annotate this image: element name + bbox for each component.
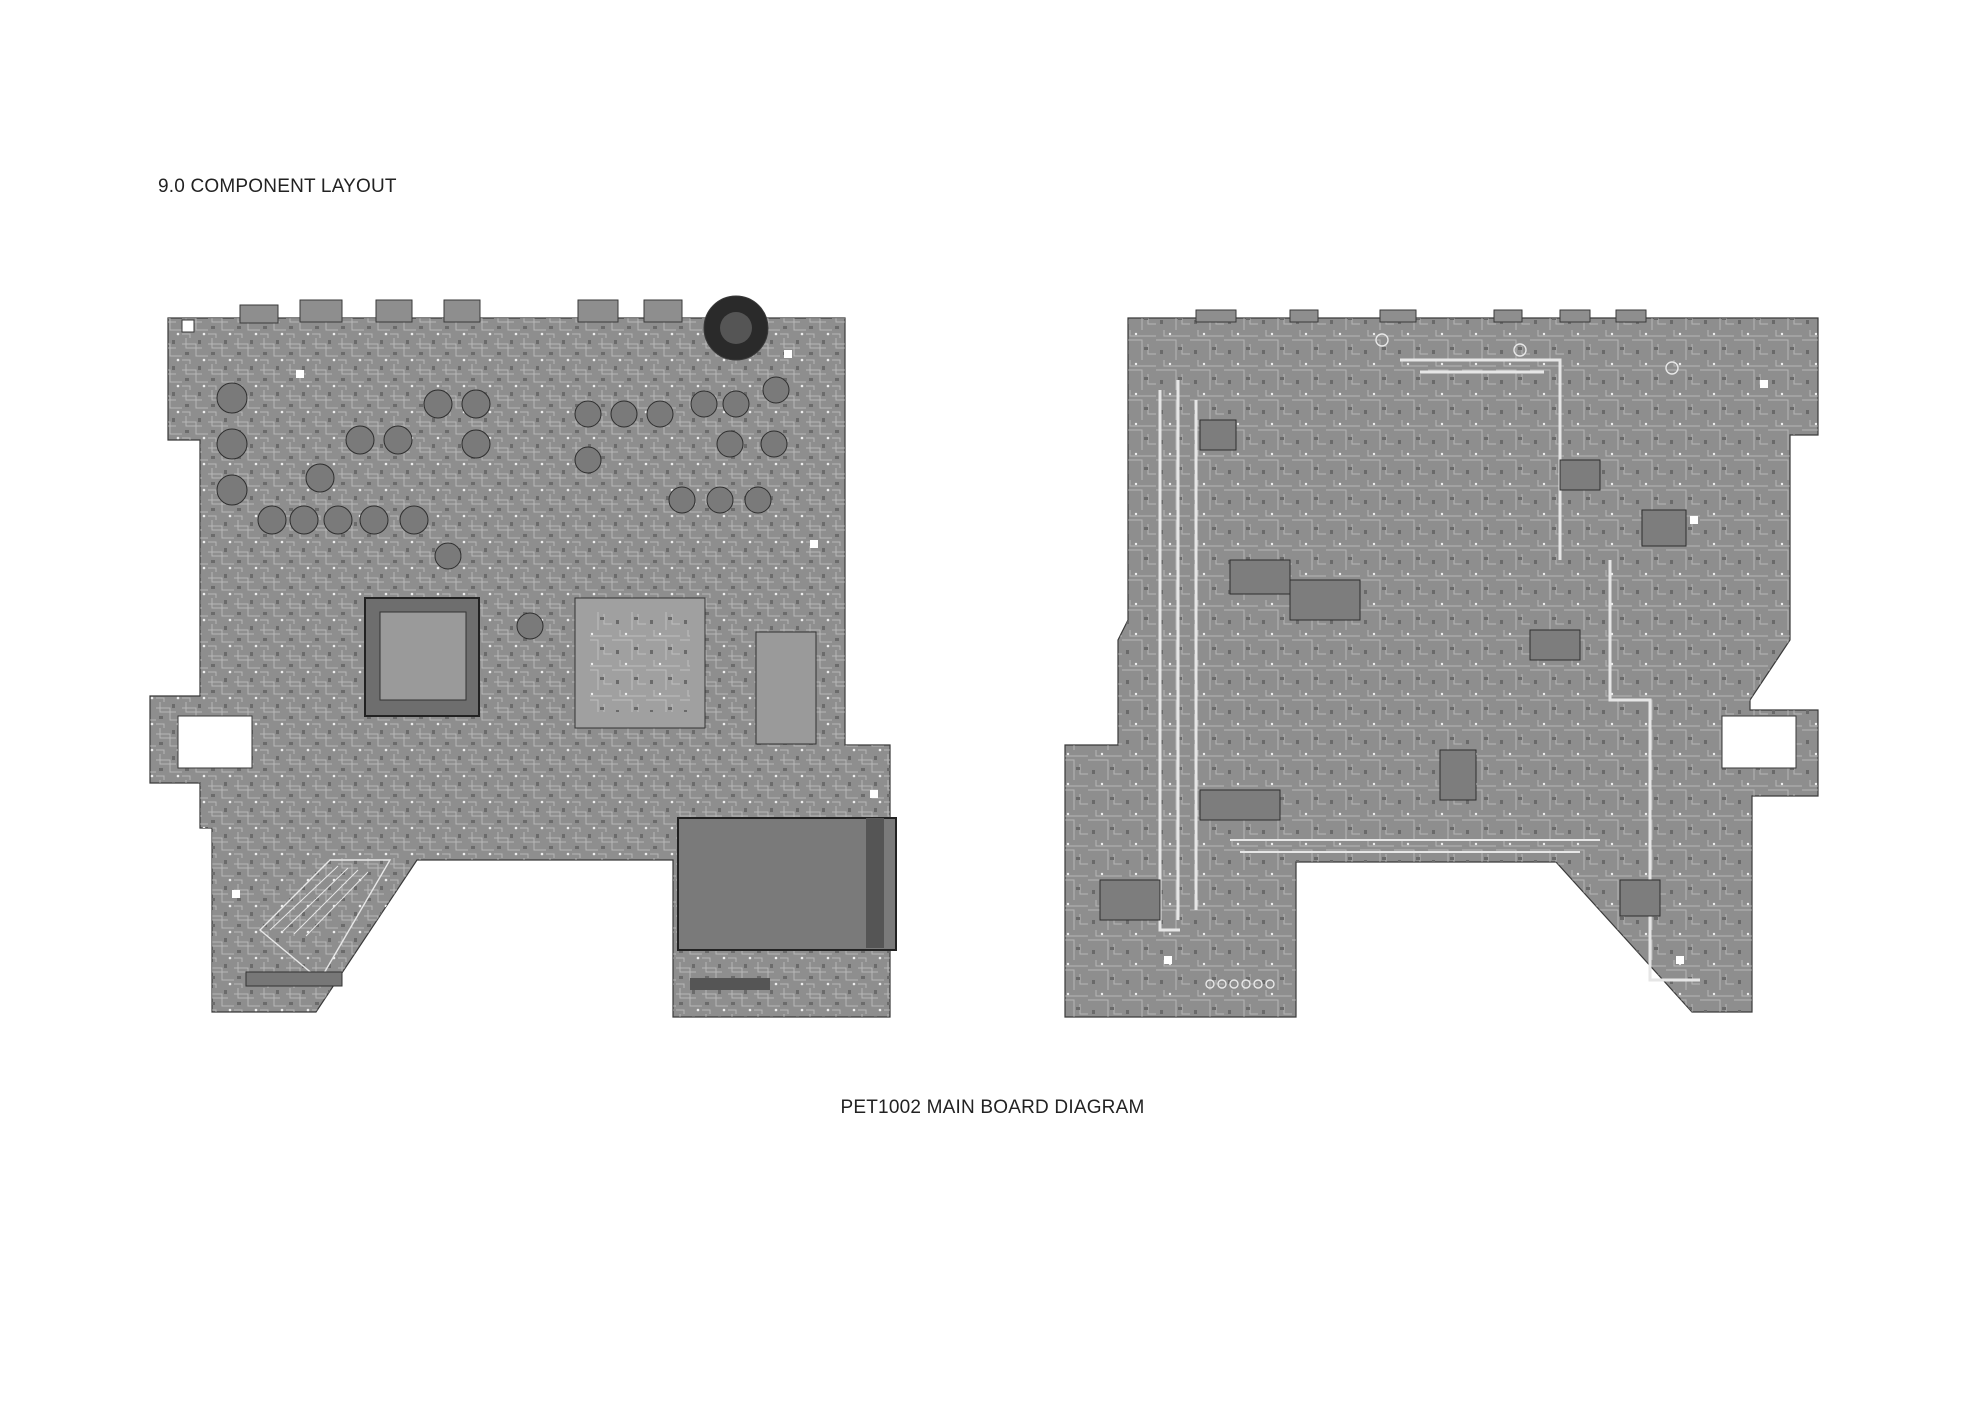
page-title: 9.0 COMPONENT LAYOUT: [158, 176, 397, 197]
diagram-caption: PET1002 MAIN BOARD DIAGRAM: [840, 1097, 1145, 1118]
pcb-solder-side-icon: [1064, 309, 1819, 1018]
pcb-component-side-icon: [149, 295, 897, 1018]
